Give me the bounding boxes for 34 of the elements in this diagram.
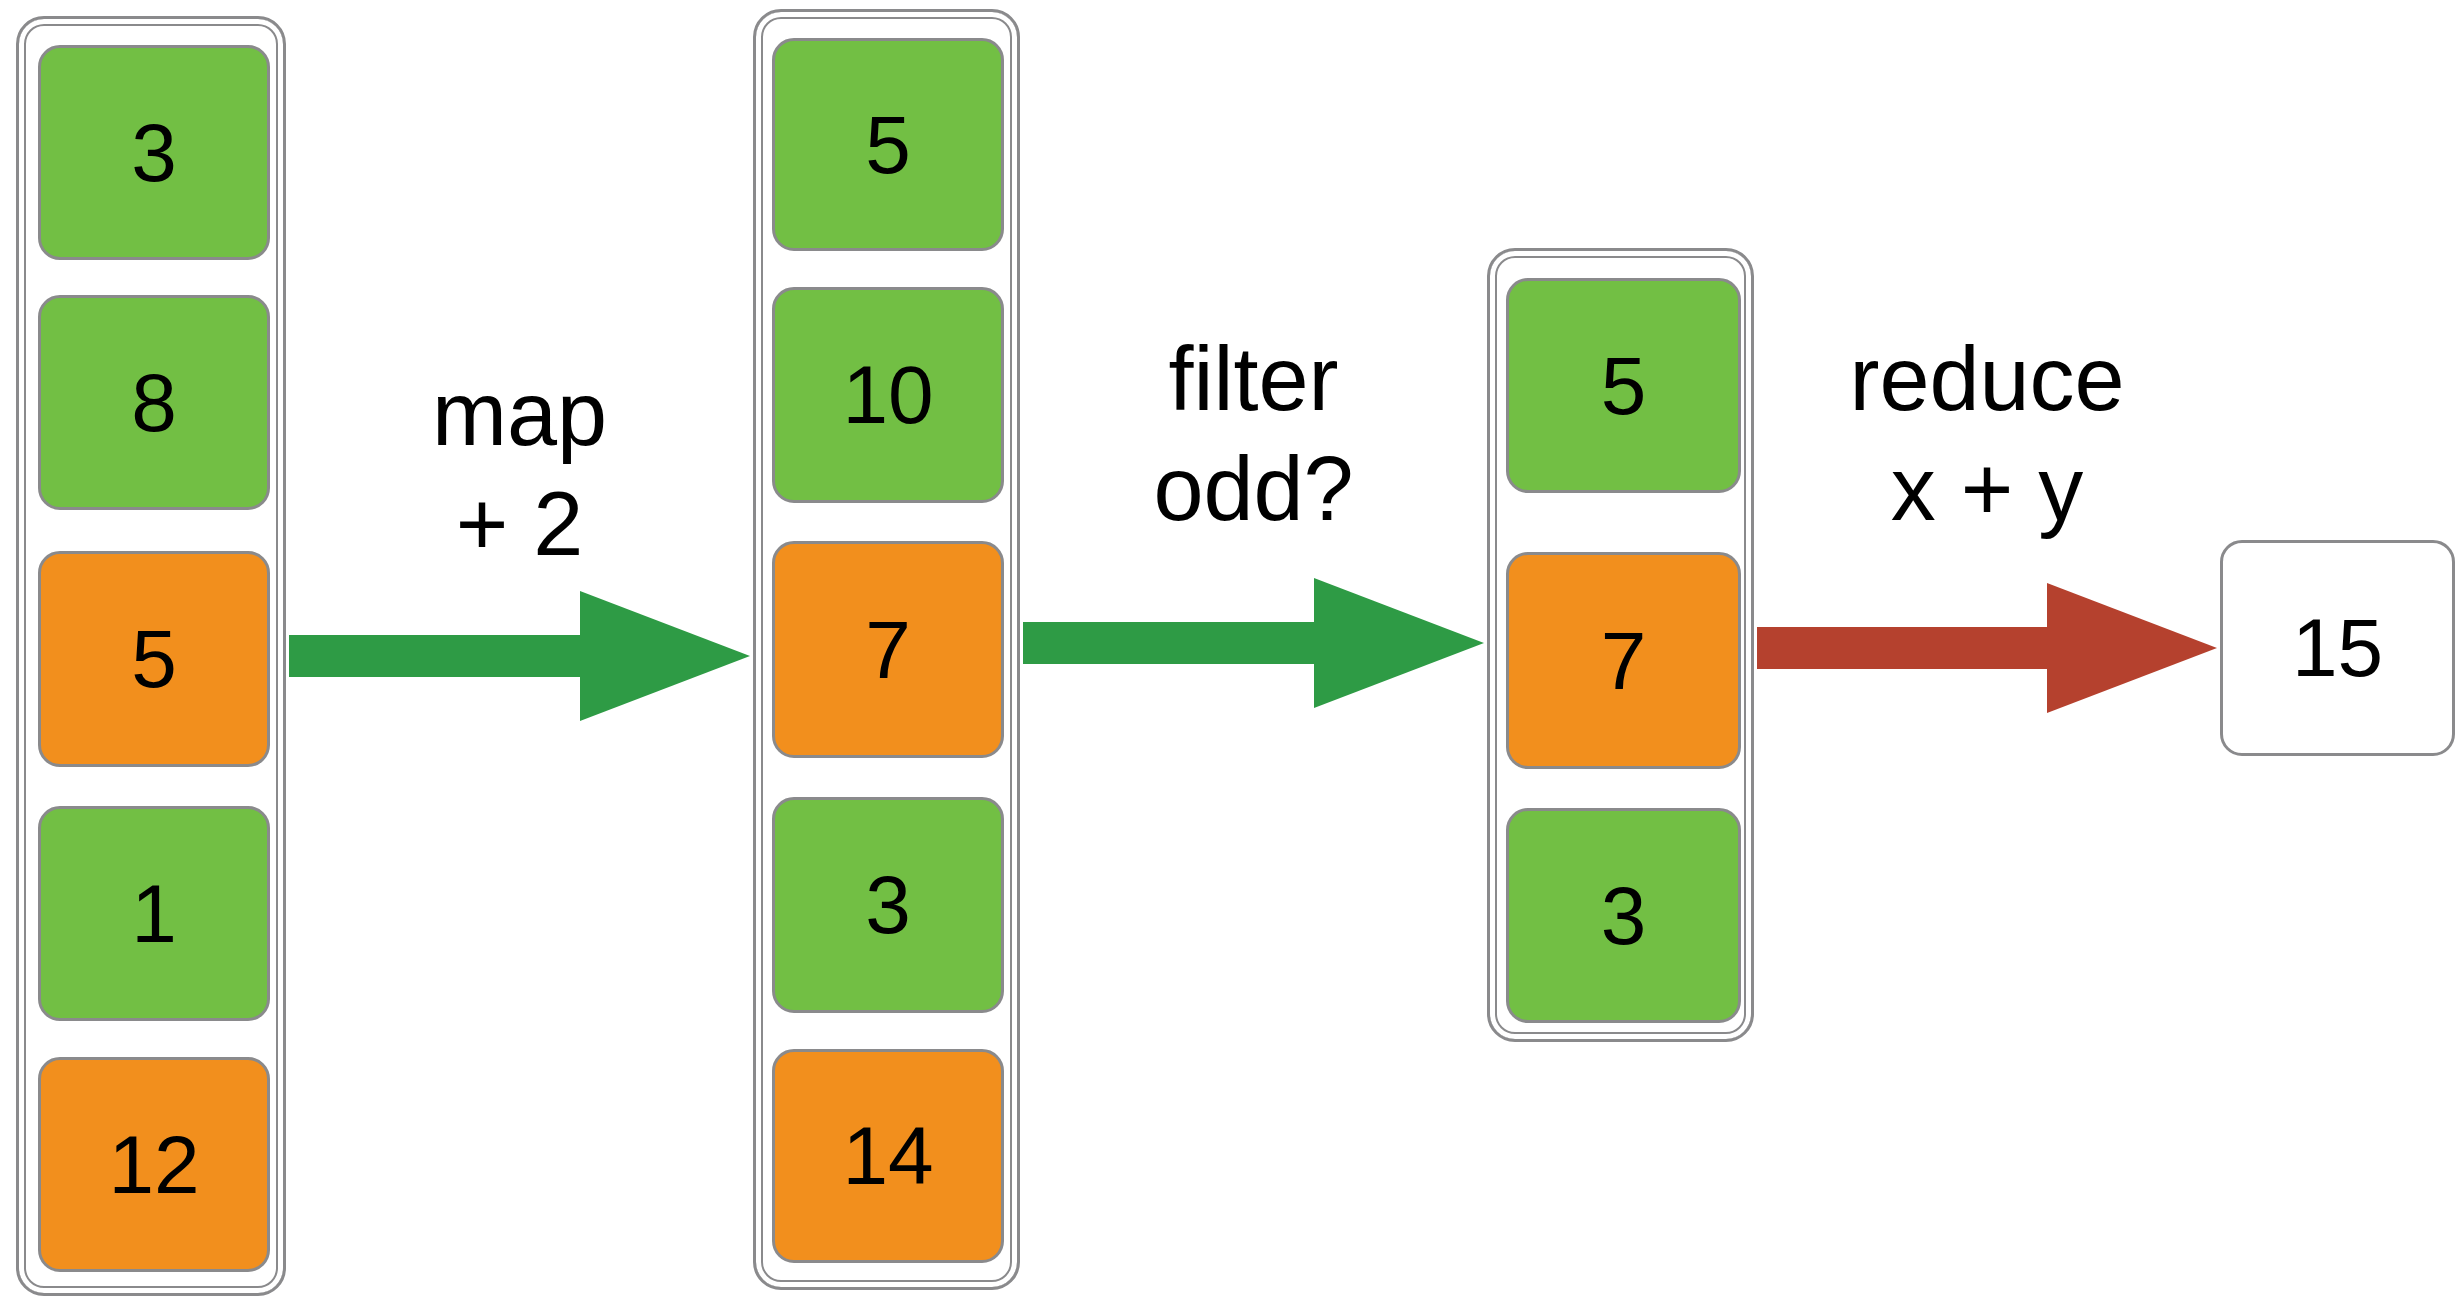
arrow <box>289 591 750 721</box>
number-label: 10 <box>842 354 934 436</box>
number-label: 7 <box>865 608 911 691</box>
number-label: 7 <box>1600 619 1647 702</box>
number-label: 5 <box>131 618 177 700</box>
value-box <box>772 541 1004 758</box>
value-box <box>38 551 270 767</box>
value-box <box>38 45 270 260</box>
list-container <box>1487 248 1754 1042</box>
value-box <box>1506 552 1741 769</box>
number-label: 14 <box>842 1115 934 1197</box>
list-container <box>16 16 286 1296</box>
value-box <box>38 806 270 1021</box>
number-label: 3 <box>1600 874 1647 957</box>
value-box <box>38 295 270 510</box>
number-label: 1 <box>131 872 177 955</box>
value-box <box>772 1049 1004 1263</box>
value-box <box>772 38 1004 251</box>
number-label: 3 <box>865 864 911 946</box>
value-box <box>1506 278 1741 493</box>
value-box <box>772 287 1004 503</box>
number-label: 5 <box>865 103 911 186</box>
arrow <box>1757 583 2217 713</box>
number-label: 15 <box>2291 607 2384 689</box>
value-box <box>2220 540 2455 756</box>
value-box <box>772 797 1004 1013</box>
value-box <box>38 1057 270 1272</box>
value-box <box>1506 808 1741 1023</box>
number-label: 8 <box>131 361 177 444</box>
arrow <box>1023 578 1484 708</box>
number-label: 12 <box>108 1123 200 1206</box>
list-container <box>753 9 1020 1290</box>
number-label: 3 <box>131 111 177 194</box>
number-label: 5 <box>1600 344 1647 427</box>
